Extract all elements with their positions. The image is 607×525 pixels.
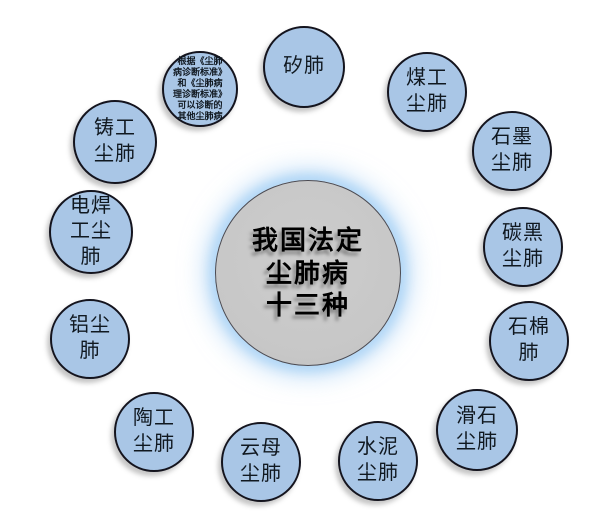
node-carbon-black: 碳黑尘肺 [483, 207, 563, 287]
node-pottery-worker: 陶工尘肺 [114, 392, 194, 472]
node-asbestos: 石棉肺 [489, 301, 569, 381]
node-foundry-worker: 铸工尘肺 [73, 100, 157, 184]
node-aluminum-label: 铝尘肺 [69, 314, 111, 362]
node-mica: 云母尘肺 [221, 422, 301, 502]
node-carbon-black-label: 碳黑尘肺 [502, 222, 544, 270]
node-graphite: 石墨尘肺 [472, 111, 552, 191]
node-aluminum: 铝尘肺 [50, 299, 130, 379]
node-graphite-label: 石墨尘肺 [491, 126, 533, 174]
node-electric-welder-label: 电焊工尘肺 [70, 194, 112, 268]
node-talc: 滑石尘肺 [436, 389, 518, 471]
node-asbestos-label: 石棉肺 [508, 316, 550, 364]
node-talc-label: 滑石尘肺 [456, 405, 498, 453]
center-title: 我国法定尘肺病十三种 [251, 225, 364, 321]
node-cement: 水泥尘肺 [338, 421, 418, 501]
node-silicosis: 矽肺 [263, 26, 345, 108]
node-mica-label: 云母尘肺 [240, 437, 282, 485]
node-coal-worker-label: 煤工尘肺 [406, 67, 448, 115]
node-other-diagnosable: 根据《尘肺病诊断标准》和《尘肺病理诊断标准》可以诊断的其他尘肺病 [162, 51, 238, 127]
node-pottery-worker-label: 陶工尘肺 [133, 407, 175, 455]
node-silicosis-label: 矽肺 [283, 55, 325, 78]
node-electric-welder: 电焊工尘肺 [49, 190, 133, 274]
center-circle: 我国法定尘肺病十三种 [215, 180, 401, 366]
node-other-diagnosable-label: 根据《尘肺病诊断标准》和《尘肺病理诊断标准》可以诊断的其他尘肺病 [172, 56, 227, 121]
node-foundry-worker-label: 铸工尘肺 [94, 117, 136, 165]
node-cement-label: 水泥尘肺 [357, 436, 399, 484]
node-coal-worker: 煤工尘肺 [387, 52, 467, 132]
